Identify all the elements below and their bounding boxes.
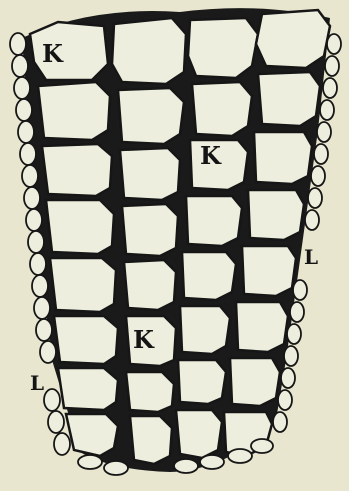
cell	[42, 144, 112, 196]
cell	[258, 72, 320, 126]
cell	[124, 260, 176, 310]
cell	[180, 306, 230, 354]
cell	[130, 416, 172, 464]
cell	[242, 246, 296, 296]
cell	[38, 82, 110, 140]
cell	[176, 410, 222, 458]
label-k-middle: K	[200, 141, 222, 170]
cell	[230, 358, 280, 406]
cell	[178, 360, 226, 404]
cell	[50, 258, 116, 312]
cell	[118, 88, 184, 144]
cell	[248, 190, 304, 240]
cell	[54, 316, 118, 364]
cell	[254, 132, 312, 184]
cell	[236, 302, 288, 352]
label-k-top: K	[42, 39, 64, 68]
cell	[66, 414, 118, 456]
cell	[192, 82, 252, 136]
cell	[46, 200, 114, 254]
label-l-left: L	[30, 371, 44, 395]
cell	[112, 18, 186, 84]
cell	[256, 10, 330, 68]
label-k-lower: K	[133, 325, 155, 354]
cell	[122, 204, 178, 256]
cell	[188, 18, 258, 78]
cell	[186, 196, 242, 246]
label-l-right: L	[304, 245, 318, 269]
cell	[120, 148, 180, 200]
cell	[182, 252, 236, 300]
cell	[126, 372, 174, 412]
cell	[58, 368, 118, 410]
